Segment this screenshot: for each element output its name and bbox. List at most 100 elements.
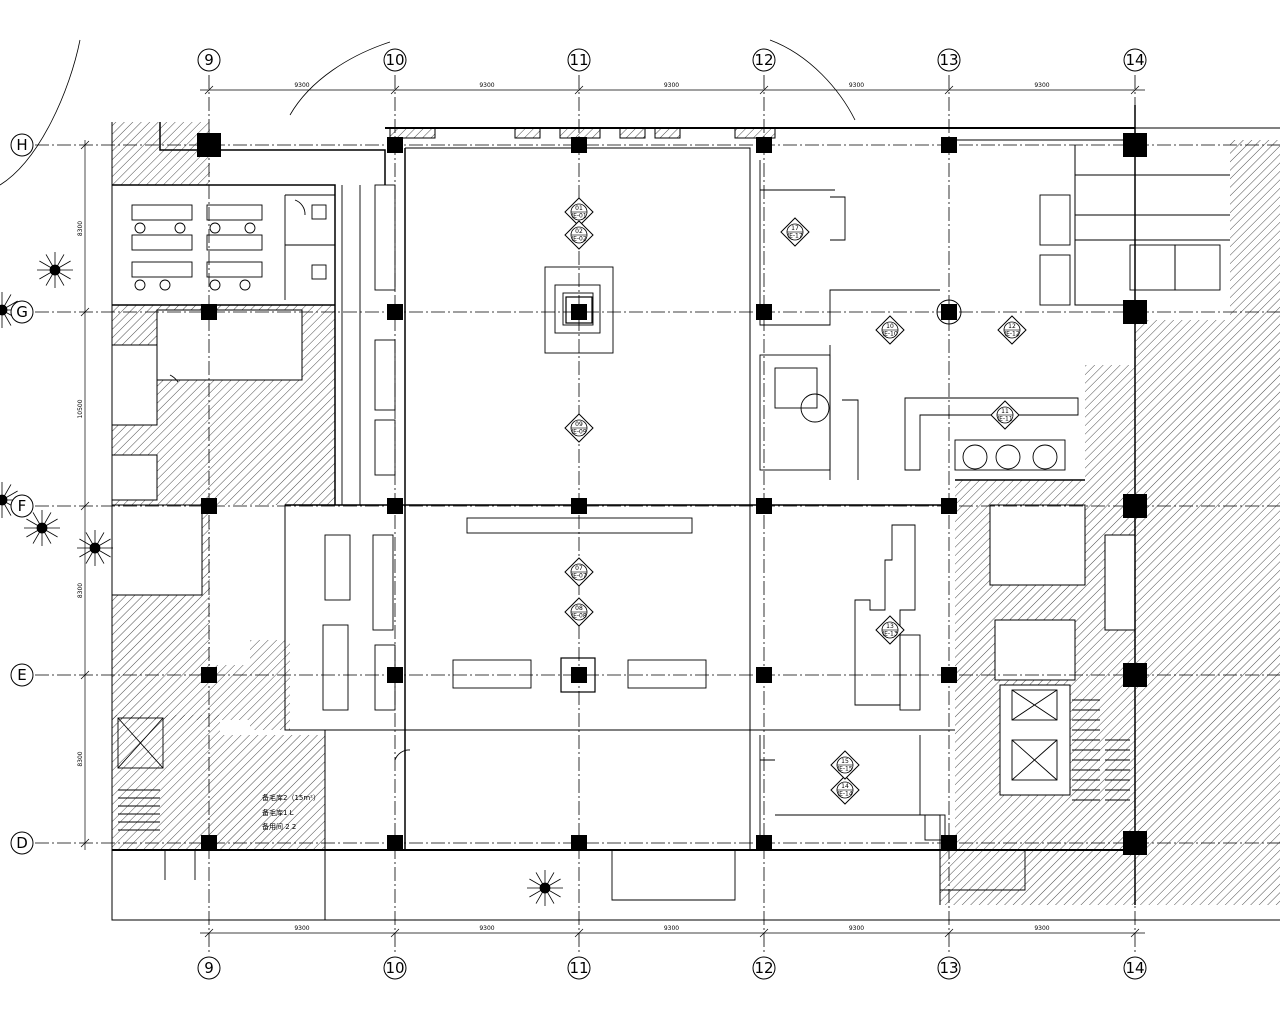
grid-bubble-col-14-top: 14 [1123,48,1147,72]
grid-lines [35,75,1280,952]
elevation-tag-number: 14 [841,783,849,790]
grid-bubble-col-13-bottom: 13 [937,956,961,980]
dimension-text: 9300 [294,82,309,89]
grid-bubble-row-H: H [10,133,34,157]
column [571,835,587,851]
room-label-c: 备用间 2 2 [262,822,296,831]
column [941,498,957,514]
column [387,835,403,851]
elevation-tag-number: 01 [575,205,583,212]
dimension-text: 9300 [664,925,679,932]
elevation-tag-number: 13 [886,623,894,630]
elevation-tag-ref: IE-12 [1004,331,1020,338]
grid-label: 9 [204,959,214,977]
column [201,498,217,514]
column [571,304,587,320]
dimension-text: 9300 [479,82,494,89]
grid-bubble-col-9-top: 9 [197,48,221,72]
column [571,498,587,514]
elevation-tag-number: 10 [886,323,894,330]
grid-label: F [18,497,27,515]
grid-label: G [16,303,28,321]
grid-bubble-col-10-bottom: 10 [383,956,407,980]
room-label-a: 备毛库2（15m²） [262,793,320,802]
column [756,304,772,320]
tree [0,481,20,518]
elevation-tag-ref: IE-09 [571,429,587,436]
elevation-tags: 01IE-0102IE-0207IE-0708IE-0809IE-0910IE-… [564,197,1027,805]
elevation-tag-number: 12 [1008,323,1016,330]
room-labels: 备毛库2（15m²） 备毛库1 L 备用间 2 2 [262,793,320,831]
grid-label: D [16,834,28,852]
elevation-tag-ref: IE-11 [997,416,1013,423]
tree [24,510,60,546]
hatched-zones [112,122,1280,905]
elevation-tag-number: 17 [791,225,799,232]
grid-bubble-col-11-bottom: 11 [567,956,591,980]
grid-bubble-col-14-bottom: 14 [1123,956,1147,980]
grid-bubble-col-12-bottom: 12 [752,956,776,980]
elevation-tag-ref: IE-13 [882,631,898,638]
column [1123,300,1147,324]
grid-label: H [16,136,27,154]
structural-columns [197,133,1147,855]
grid-label: 13 [939,959,958,977]
grid-label: 13 [939,51,958,69]
column [941,304,957,320]
dimension-text: 9300 [294,925,309,932]
elevation-tag-ref: IE-14 [837,791,853,798]
column [571,667,587,683]
elevation-tag-number: 02 [575,228,583,235]
dimension-text: 9300 [1034,925,1049,932]
column [387,304,403,320]
column [201,667,217,683]
column [756,498,772,514]
dimension-text: 9300 [664,82,679,89]
column [1123,663,1147,687]
grid-bubble-col-9-bottom: 9 [197,956,221,980]
interior-linework [117,160,1230,901]
elevation-tag-ref: IE-01 [571,213,587,220]
column [387,137,403,153]
column [756,137,772,153]
column [201,304,217,320]
room-label-b: 备毛库1 L [262,808,294,817]
landscape-trees [0,252,563,906]
elevation-tag-ref: IE-15 [837,766,853,773]
dimension-text: 9300 [849,925,864,932]
dimension-text: 9300 [849,82,864,89]
dimension-text: 9300 [479,925,494,932]
elevation-tag-number: 11 [1001,408,1009,415]
column [941,137,957,153]
dimension-lines [80,85,1145,938]
grid-bubble-row-F: F [10,494,34,518]
grid-label: 14 [1125,959,1144,977]
column [941,667,957,683]
grid-label: 11 [569,51,588,69]
column [756,835,772,851]
elevation-tag-ref: IE-08 [571,613,587,620]
tree [37,252,73,288]
dimension-text: 8300 [77,751,84,766]
elevation-tag-number: 08 [575,605,583,612]
grid-bubble-col-10-top: 10 [383,48,407,72]
column [1123,494,1147,518]
elevation-tag-ref: IE-17 [787,233,803,240]
column [1123,133,1147,157]
column [941,835,957,851]
grid-bubble-row-D: D [10,831,34,855]
dimension-text: 8300 [77,221,84,236]
dimension-text: 9300 [1034,82,1049,89]
elevation-tag-number: 07 [575,565,583,572]
grid-bubble-row-E: E [10,663,34,687]
tree [527,870,563,906]
